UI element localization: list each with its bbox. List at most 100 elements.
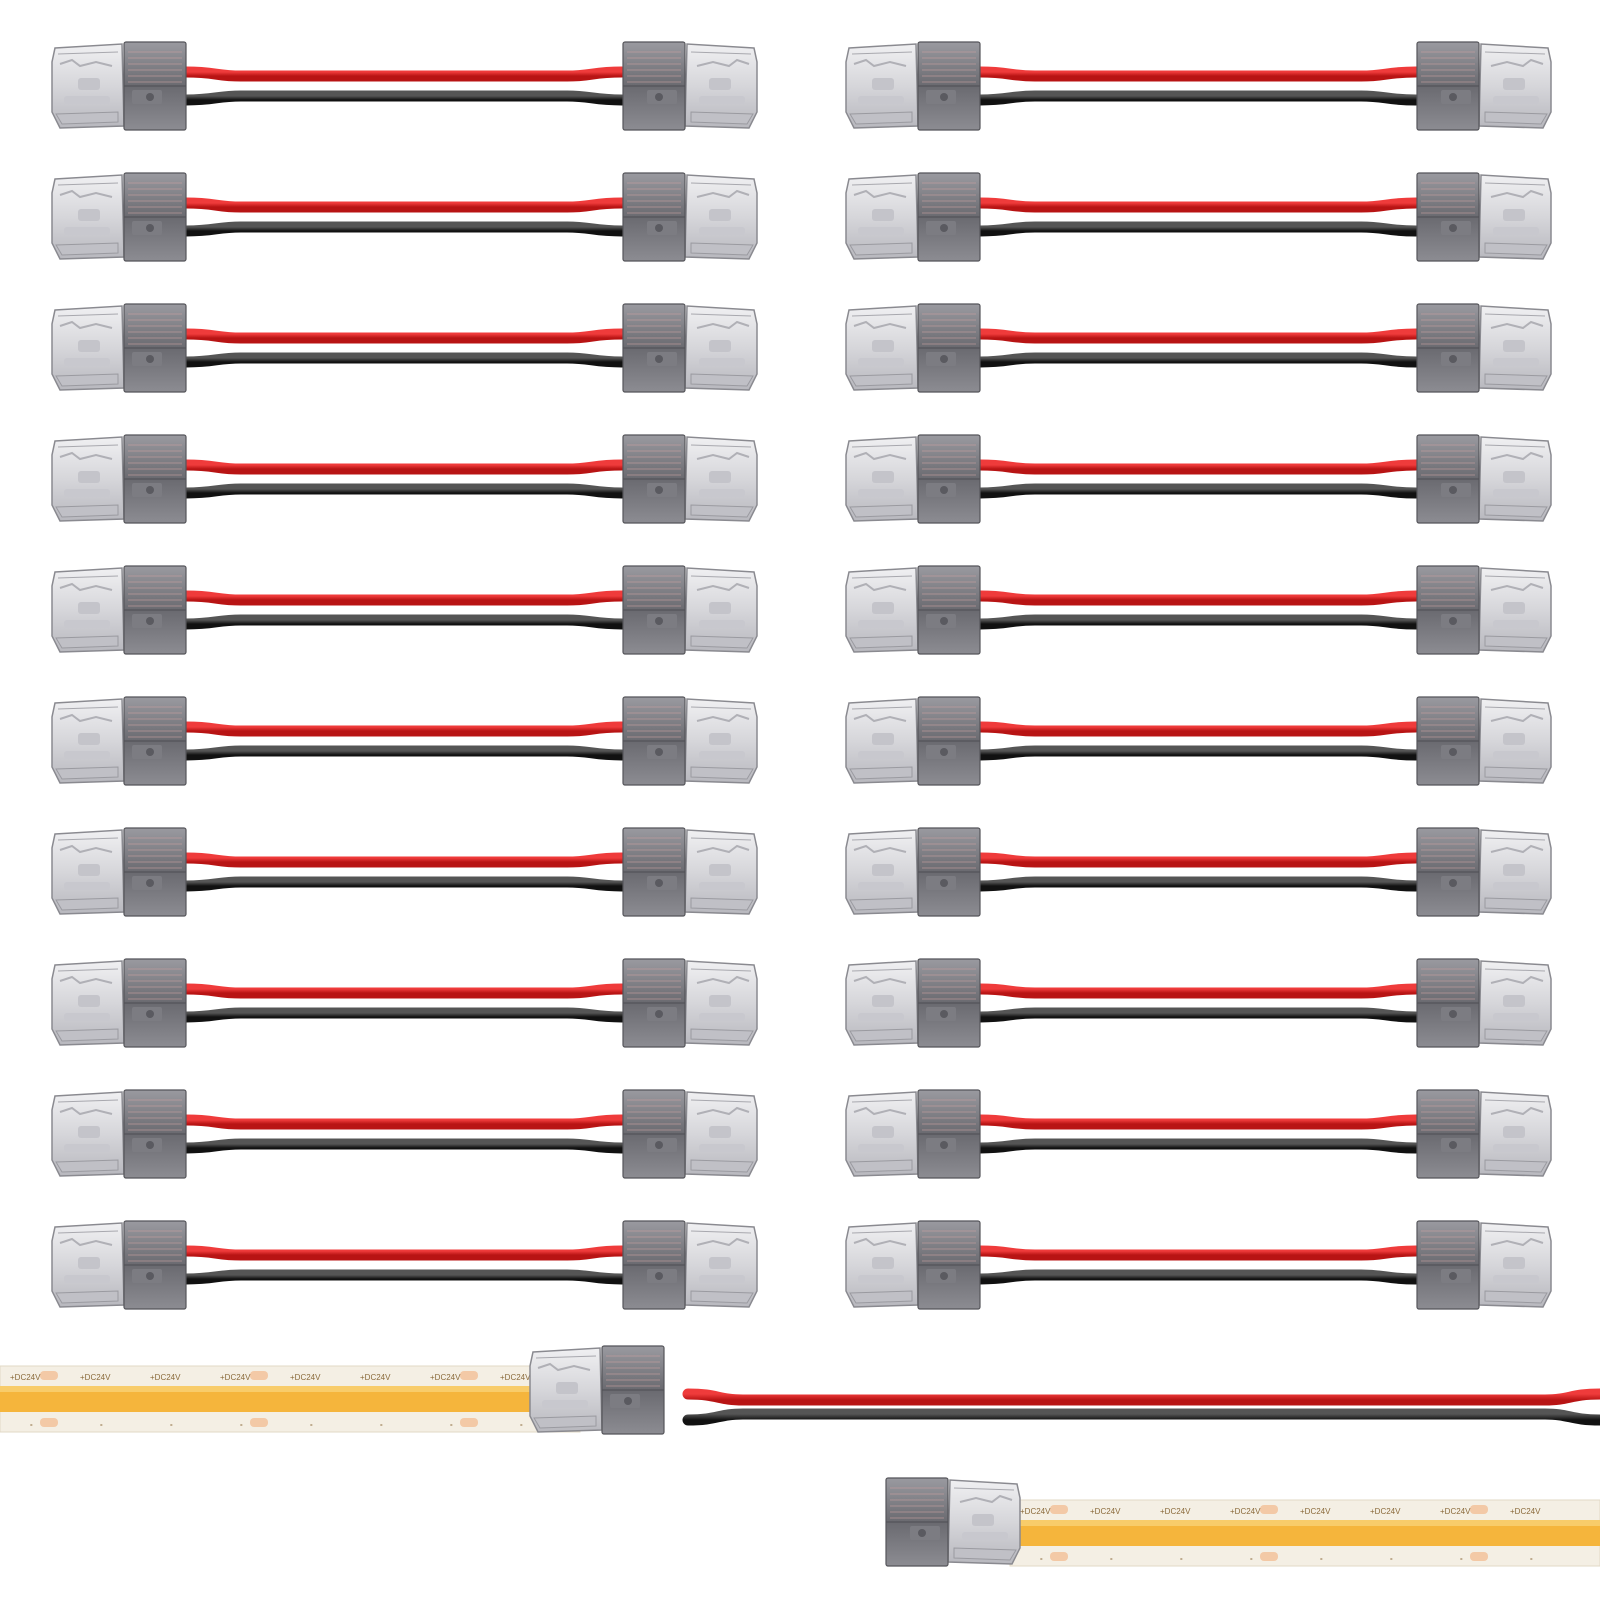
led-chip <box>40 1418 58 1427</box>
connector <box>622 41 758 131</box>
led-chip <box>460 1371 478 1380</box>
connector <box>51 41 187 131</box>
strip-negative-label: - <box>310 1420 313 1429</box>
connector-cable <box>51 303 758 393</box>
wire-pair <box>974 721 1422 761</box>
led-chip <box>1260 1552 1278 1561</box>
led-strip: +DC24V-+DC24V-+DC24V-+DC24V-+DC24V-+DC24… <box>0 1365 581 1433</box>
black-wire <box>974 876 1422 892</box>
wire-pair <box>180 852 628 892</box>
wire-pair <box>974 1114 1422 1154</box>
wire-pair <box>974 852 1422 892</box>
wire-pair <box>974 328 1422 368</box>
strip-voltage-label: +DC24V <box>1160 1507 1191 1516</box>
strip-voltage-label: +DC24V <box>1020 1507 1051 1516</box>
wire-pair <box>180 1114 628 1154</box>
strip-negative-label: - <box>240 1420 243 1429</box>
connector-cable <box>51 827 758 917</box>
red-wire <box>180 459 628 475</box>
black-wire <box>180 1138 628 1154</box>
connector-cable <box>845 434 1552 524</box>
connector <box>1416 1220 1552 1310</box>
strip-negative-label: - <box>380 1420 383 1429</box>
connector <box>622 434 758 524</box>
connector <box>845 41 981 131</box>
connector <box>51 827 187 917</box>
connector <box>1416 827 1552 917</box>
connector <box>622 958 758 1048</box>
connector-cable <box>51 172 758 262</box>
connector <box>845 1089 981 1179</box>
connector <box>845 827 981 917</box>
red-wire <box>180 1245 628 1261</box>
black-wire <box>180 614 628 630</box>
black-wire <box>974 1007 1422 1023</box>
black-wire <box>974 614 1422 630</box>
connector <box>51 434 187 524</box>
wire-pair <box>974 1245 1422 1285</box>
connector <box>622 827 758 917</box>
connector <box>1416 696 1552 786</box>
red-wire <box>180 852 628 868</box>
wire-pair <box>180 459 628 499</box>
strip-voltage-label: +DC24V <box>430 1373 461 1382</box>
red-wire <box>180 983 628 999</box>
black-wire <box>974 483 1422 499</box>
strip-negative-label: - <box>1460 1554 1463 1563</box>
connector <box>622 565 758 655</box>
connector <box>1416 303 1552 393</box>
red-wire <box>974 1245 1422 1261</box>
led-chip <box>40 1371 58 1380</box>
wire-pair <box>180 197 628 237</box>
connector <box>885 1477 1021 1567</box>
strip-negative-label: - <box>170 1420 173 1429</box>
red-wire <box>180 1114 628 1130</box>
black-wire <box>180 1269 628 1285</box>
connector <box>1416 172 1552 262</box>
red-wire <box>180 328 628 344</box>
wire-pair <box>682 1388 1600 1426</box>
strip-negative-label: - <box>100 1420 103 1429</box>
connector-cable <box>51 41 758 131</box>
connector <box>845 958 981 1048</box>
connector <box>845 565 981 655</box>
connector-cable <box>51 565 758 655</box>
wire-pair <box>180 590 628 630</box>
connector <box>845 434 981 524</box>
red-wire <box>682 1388 1600 1406</box>
connector-cable <box>51 1220 758 1310</box>
connector-cable <box>845 958 1552 1048</box>
connector <box>1416 565 1552 655</box>
led-chip <box>1050 1505 1068 1514</box>
strip-voltage-label: +DC24V <box>360 1373 391 1382</box>
connector <box>51 303 187 393</box>
red-wire <box>180 590 628 606</box>
black-wire <box>180 90 628 106</box>
black-wire <box>682 1408 1600 1426</box>
red-wire <box>180 721 628 737</box>
red-wire <box>974 459 1422 475</box>
strip-negative-label: - <box>1110 1554 1113 1563</box>
connector <box>1416 1089 1552 1179</box>
connector <box>622 172 758 262</box>
led-chip <box>1050 1552 1068 1561</box>
red-wire <box>974 852 1422 868</box>
connector-cable <box>845 172 1552 262</box>
connector-cable <box>51 434 758 524</box>
connector-cable <box>845 1220 1552 1310</box>
connector <box>51 172 187 262</box>
wire-pair <box>974 459 1422 499</box>
led-chip <box>250 1371 268 1380</box>
red-wire <box>974 1114 1422 1130</box>
connector <box>622 1089 758 1179</box>
led-strip: +DC24V-+DC24V-+DC24V-+DC24V-+DC24V-+DC24… <box>1009 1499 1600 1567</box>
connector-cable <box>51 696 758 786</box>
black-wire <box>180 483 628 499</box>
black-wire <box>974 1269 1422 1285</box>
red-wire <box>974 721 1422 737</box>
black-wire <box>180 221 628 237</box>
red-wire <box>180 197 628 213</box>
connector <box>1416 41 1552 131</box>
black-wire <box>180 876 628 892</box>
black-wire <box>180 352 628 368</box>
